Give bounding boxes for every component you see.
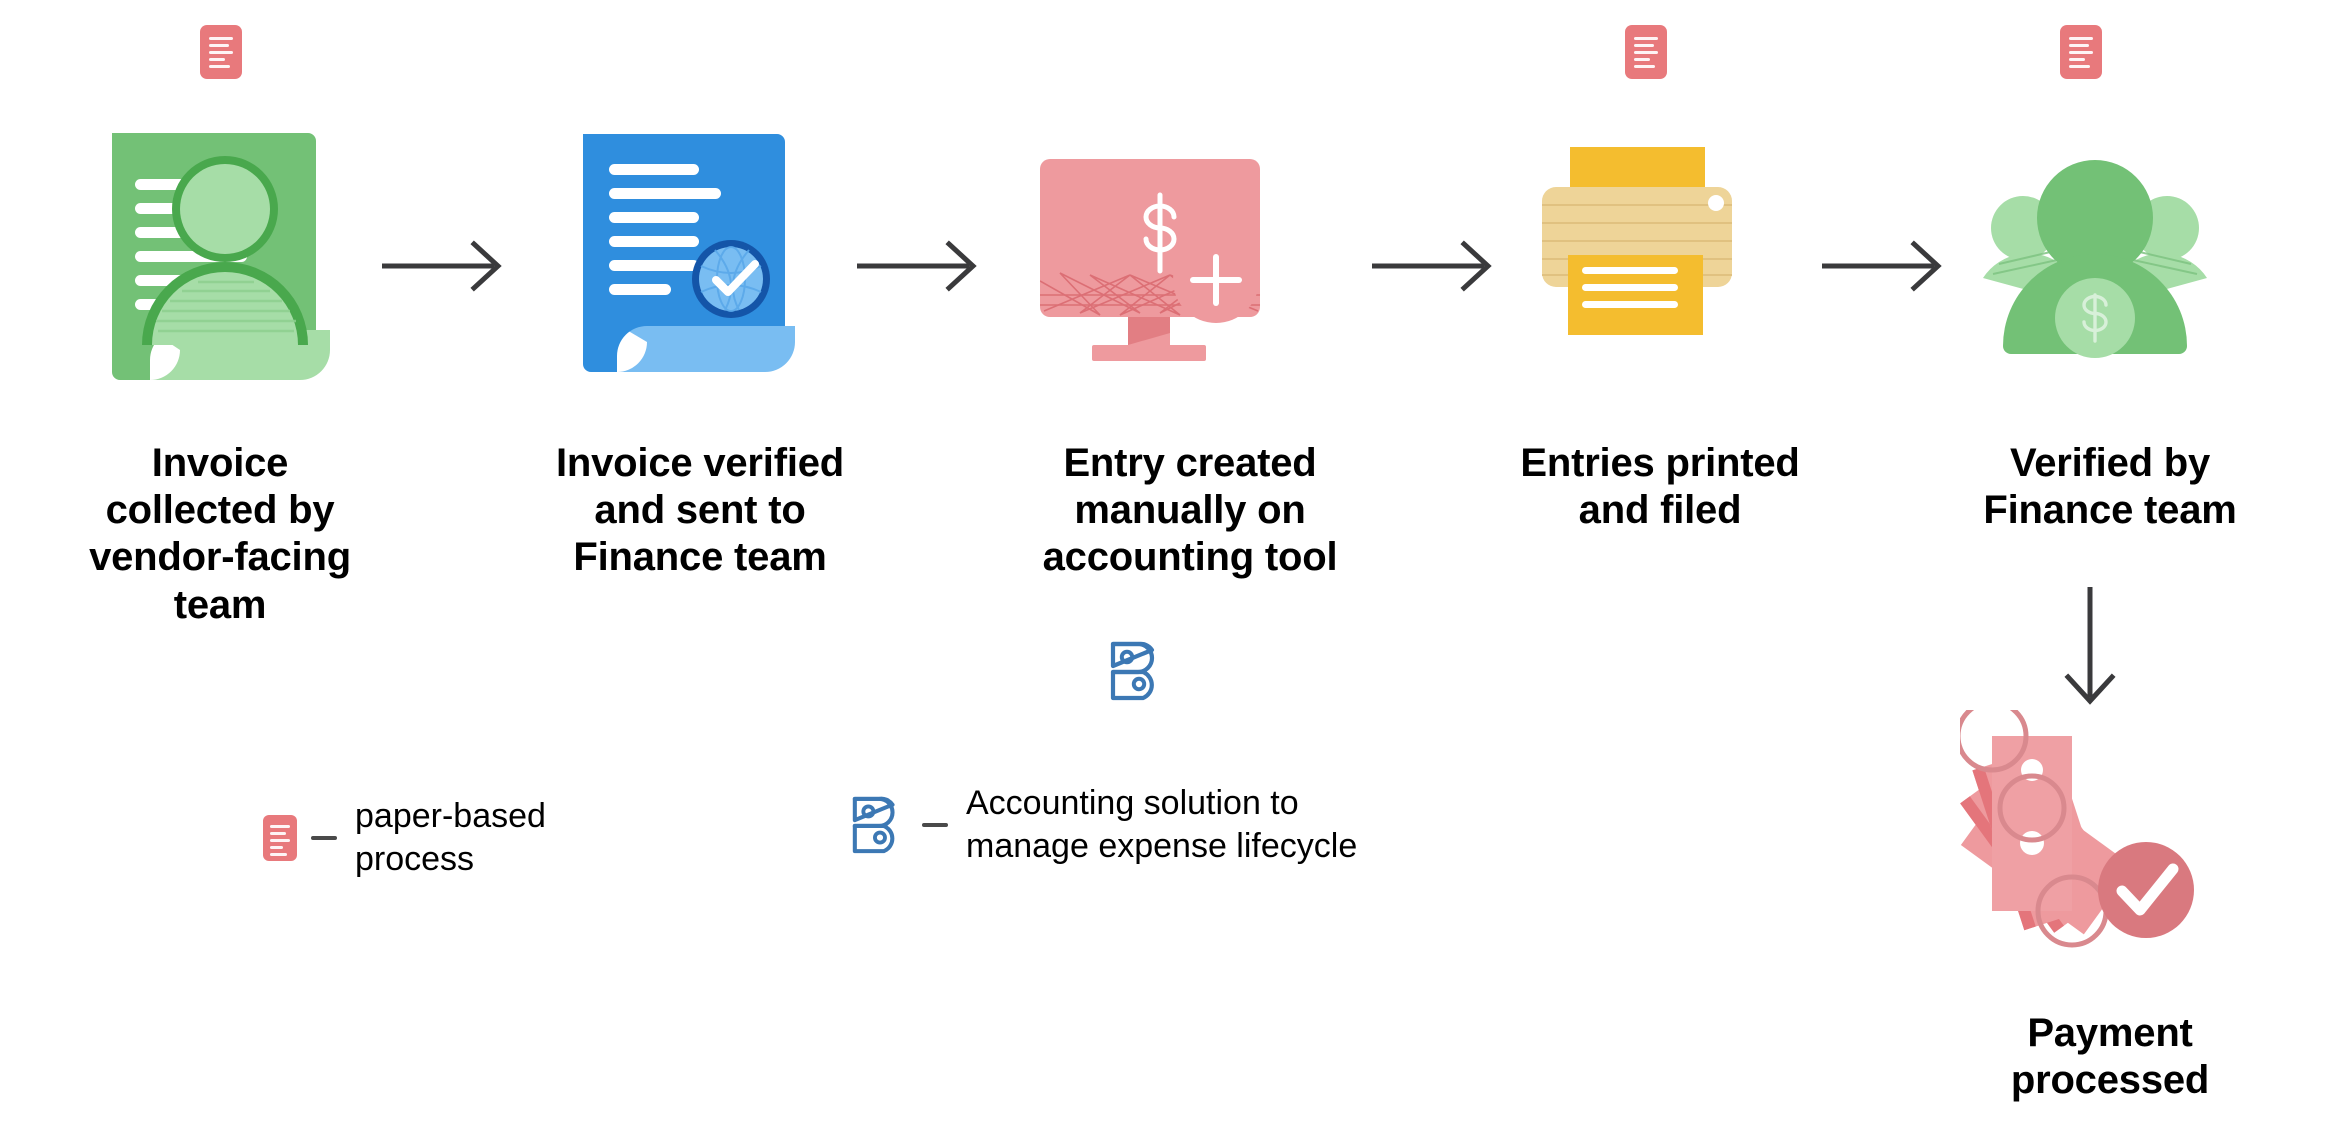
step-2-caption: Invoice verified and sent to Finance tea… — [555, 441, 845, 580]
flow-arrow-1 — [380, 238, 510, 299]
printer-yellow-icon — [1540, 145, 1770, 390]
paper-line — [270, 831, 286, 835]
finance-team-green-icon — [1975, 150, 2215, 370]
legend-paper-label: paper-based process — [355, 797, 546, 878]
accounting-b-logo-icon — [1108, 638, 1168, 704]
paper-line — [209, 37, 233, 40]
paper-line — [2069, 58, 2085, 61]
step-3-caption: Entry created manually on accounting too… — [1042, 441, 1338, 580]
flow-arrow-3 — [1370, 238, 1500, 299]
final-step-caption: Payment processed — [2010, 1011, 2210, 1103]
paper-line — [270, 845, 283, 849]
paper-line — [1634, 65, 1655, 68]
legend-item-paper: paper-based process — [263, 795, 546, 880]
paper-line — [270, 852, 287, 856]
paper-document-icon — [263, 814, 297, 861]
paper-line — [209, 65, 230, 68]
step-5-caption: Verified by Finance team — [1983, 441, 2237, 533]
paper-line — [2069, 51, 2093, 54]
paper-line — [209, 58, 225, 61]
accounting-b-logo-icon — [850, 793, 908, 857]
paper-line — [1634, 37, 1658, 40]
flow-arrow-4 — [1820, 238, 1950, 299]
paper-line — [209, 44, 229, 47]
paper-marker-step-4 — [1625, 25, 1667, 79]
paper-line — [1634, 58, 1650, 61]
flow-arrow-down — [2055, 585, 2125, 720]
step-1-caption: Invoice collected by vendor-facing team — [89, 441, 351, 627]
monitor-dollar-plus-icon — [1030, 155, 1290, 385]
paper-line — [2069, 44, 2089, 47]
paper-marker-step-5 — [2060, 25, 2102, 79]
paper-line — [270, 838, 290, 842]
step-4-caption: Entries printed and filed — [1520, 441, 1800, 533]
paper-line — [1634, 44, 1654, 47]
paper-line — [2069, 65, 2090, 68]
paper-line — [270, 824, 290, 828]
flow-arrow-2 — [855, 238, 985, 299]
legend-separator-dash — [922, 822, 948, 827]
paper-line — [2069, 37, 2093, 40]
paper-line — [209, 51, 233, 54]
paper-marker-step-1 — [200, 25, 242, 79]
paper-line — [1634, 51, 1658, 54]
invoice-verified-blue-icon — [565, 130, 815, 380]
legend-item-accounting: Accounting solution to manage expense li… — [850, 782, 1357, 867]
legend-accounting-label: Accounting solution to manage expense li… — [966, 784, 1358, 865]
legend-separator-dash — [311, 835, 337, 840]
cash-check-icon — [1955, 699, 2230, 960]
invoice-person-green-icon — [90, 125, 350, 385]
